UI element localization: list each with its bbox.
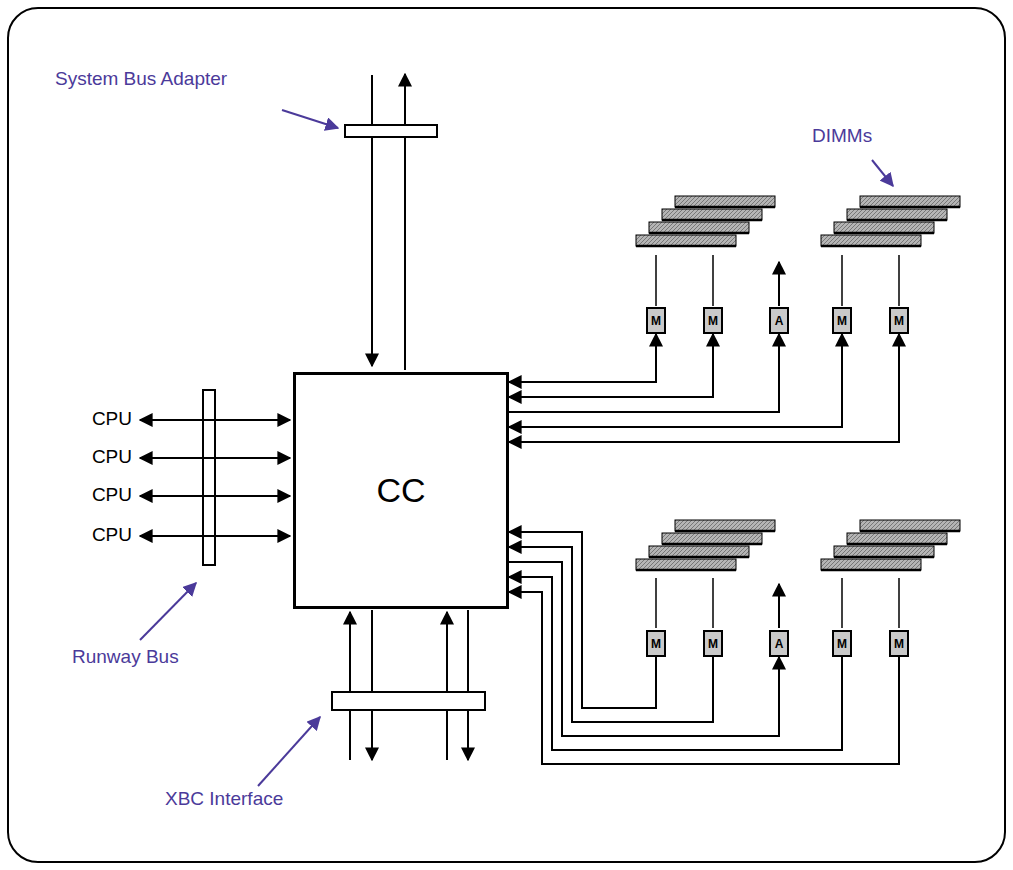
dimm-module — [821, 559, 921, 570]
dimm-module — [662, 533, 762, 544]
cpu-label: CPU — [42, 408, 132, 430]
bus-connector — [509, 334, 899, 442]
dimm-module — [821, 235, 921, 246]
bus-connector — [509, 334, 842, 427]
callout-arrows — [140, 110, 893, 786]
dimm-edge — [834, 556, 934, 559]
memory-chip: M — [889, 630, 909, 657]
node-label: M — [651, 314, 661, 328]
dimm-edge — [860, 530, 960, 533]
xbc-bus — [332, 610, 485, 760]
bus-connector — [509, 532, 656, 708]
dimm-edge — [675, 530, 775, 533]
system-bus — [345, 74, 437, 370]
dimm-module — [847, 533, 947, 544]
memory-chip: M — [703, 307, 723, 334]
cpu-label: CPU — [42, 446, 132, 468]
dimm-module — [847, 209, 947, 220]
memory-chip: M — [646, 307, 666, 334]
node-label: M — [837, 314, 847, 328]
dimm-module — [860, 196, 960, 207]
dimm-edge — [821, 245, 921, 248]
memory-chip: M — [703, 630, 723, 657]
callout-label: Runway Bus — [72, 646, 179, 668]
bus-connector — [509, 334, 779, 412]
dimm-edge — [636, 245, 736, 248]
dimm-edge — [847, 543, 947, 546]
bus-connector — [509, 592, 899, 764]
dimm-module — [834, 546, 934, 557]
dimm-edge — [649, 556, 749, 559]
dimm-stacks — [636, 196, 960, 570]
dimm-module — [860, 520, 960, 531]
dimm-module — [649, 222, 749, 233]
node-label: M — [837, 637, 847, 651]
dimm-edge — [662, 543, 762, 546]
node-label: M — [708, 314, 718, 328]
callout-label: DIMMs — [812, 125, 872, 147]
dimm-edge — [649, 232, 749, 235]
node-label: M — [708, 637, 718, 651]
frame — [8, 8, 1005, 862]
dimm-module — [834, 222, 934, 233]
dimm-edge — [847, 219, 947, 222]
address-chip: A — [769, 630, 789, 657]
controller-box: CC — [293, 372, 509, 609]
memory-chip: M — [832, 307, 852, 334]
dimm-module — [649, 546, 749, 557]
dimm-module — [675, 520, 775, 531]
cpu-label: CPU — [42, 524, 132, 546]
dimm-edge — [821, 569, 921, 572]
node-label: A — [775, 314, 784, 328]
bus-connector — [509, 547, 713, 722]
dimm-module — [675, 196, 775, 207]
cpu-label: CPU — [42, 484, 132, 506]
memory-chip: M — [832, 630, 852, 657]
runway-bus — [140, 390, 290, 565]
dimm-edge — [662, 219, 762, 222]
callout-label: System Bus Adapter — [55, 68, 227, 90]
bus-connector — [509, 334, 713, 397]
memory-chip: M — [889, 307, 909, 334]
dimm-edge — [860, 206, 960, 209]
bus-connector — [509, 334, 656, 382]
callout-label: XBC Interface — [165, 788, 283, 810]
address-chip: A — [769, 307, 789, 334]
bus-connector — [509, 562, 779, 736]
bus-connector — [509, 577, 842, 750]
node-label: M — [894, 314, 904, 328]
dimm-edge — [834, 232, 934, 235]
dimm-module — [636, 559, 736, 570]
node-label: M — [651, 637, 661, 651]
node-label: CC — [376, 471, 425, 510]
node-label: M — [894, 637, 904, 651]
memory-chip: M — [646, 630, 666, 657]
dimm-module — [636, 235, 736, 246]
dimm-module — [662, 209, 762, 220]
dimm-edge — [675, 206, 775, 209]
dimm-edge — [636, 569, 736, 572]
node-label: A — [775, 637, 784, 651]
